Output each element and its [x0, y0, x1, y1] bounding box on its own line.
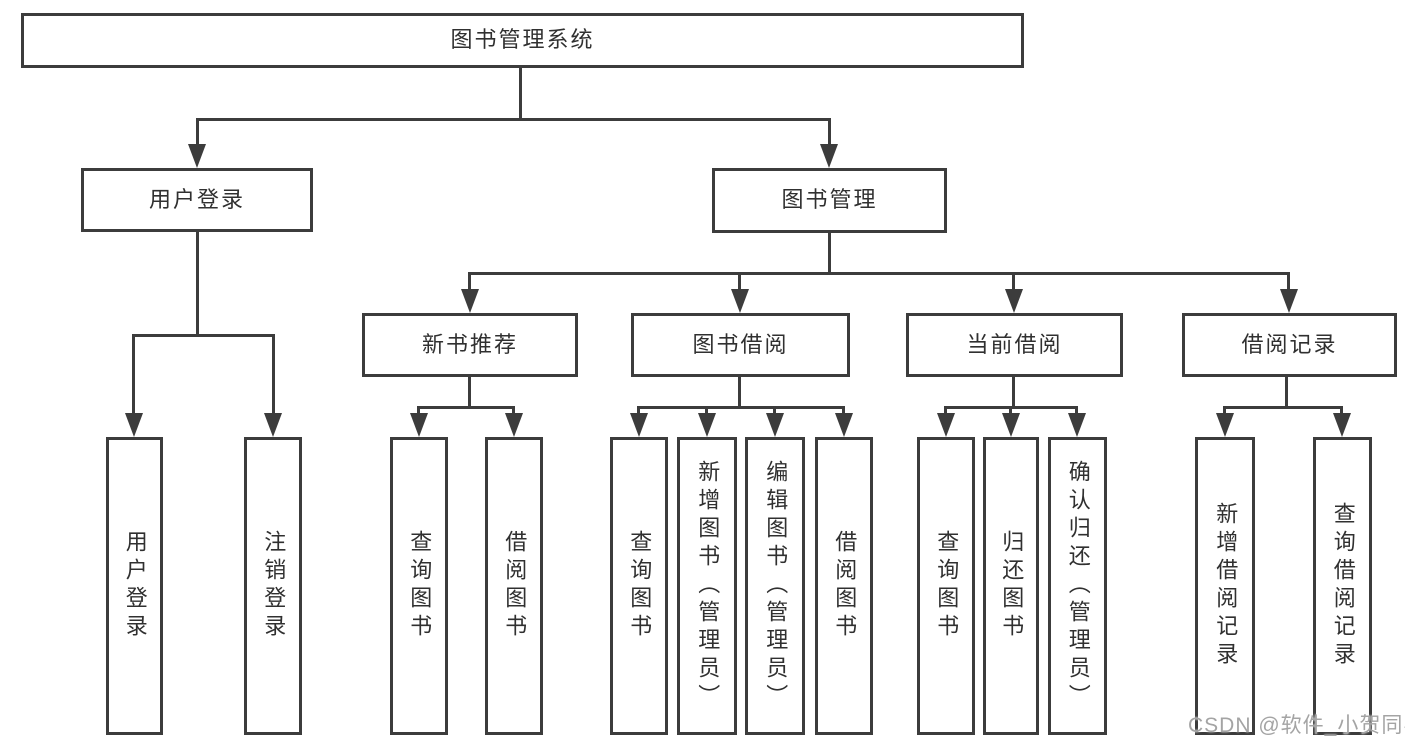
arrowhead-borrow-record [1280, 289, 1298, 313]
borrow-record-node: 借阅记录 [1182, 313, 1397, 377]
connector-arrow-line-borrow-query [637, 406, 640, 418]
arrowhead-current-return [1002, 413, 1020, 437]
connector-new-book-recommend-bar [417, 406, 515, 409]
arrowhead-current-borrow [1005, 289, 1023, 313]
arrowhead-borrow-borrow [835, 413, 853, 437]
arrowhead-borrow-add [698, 413, 716, 437]
current-confirm-return-admin-node: 确认归还（管理员） [1048, 437, 1107, 735]
connector-arrow-line-current-confirm [1075, 406, 1078, 418]
current-return-books-node: 归还图书 [983, 437, 1039, 735]
connector-arrow-line-book-borrow [738, 272, 741, 292]
borrow-add-books-admin-node: 新增图书（管理员） [677, 437, 737, 735]
borrow-edit-books-admin-node: 编辑图书（管理员） [745, 437, 805, 735]
connector-arrow-line-current-return [1009, 406, 1012, 418]
connector-arrow-line-record-add [1223, 406, 1226, 418]
arrowhead-record-query [1333, 413, 1351, 437]
arrowhead-user-login-leaf [125, 413, 143, 437]
connector-book-management-stub [828, 233, 831, 275]
current-query-books-node: 查询图书 [917, 437, 975, 735]
book-borrow-node: 图书借阅 [631, 313, 850, 377]
connector-arrow-line-record-query [1340, 406, 1343, 418]
connector-root-bar [196, 118, 831, 121]
connector-arrow-line-user-login [196, 118, 199, 148]
connector-arrow-line-new-book-recommend [468, 272, 471, 292]
borrow-query-books-node: 查询图书 [610, 437, 668, 735]
connector-arrow-line-borrow-add [705, 406, 708, 418]
arrowhead-logout-leaf [264, 413, 282, 437]
arrowhead-recommend-query [410, 413, 428, 437]
connector-arrow-line-book-management [828, 118, 831, 148]
connector-book-borrow-bar [637, 406, 845, 409]
connector-root-stub [519, 68, 522, 121]
record-query-borrow-record-node: 查询借阅记录 [1313, 437, 1372, 735]
user-login-node: 用户登录 [81, 168, 313, 232]
connector-arrow-line-current-query [944, 406, 947, 418]
connector-borrow-record-bar [1223, 406, 1343, 409]
arrowhead-borrow-edit [766, 413, 784, 437]
connector-arrow-line-borrow-edit [773, 406, 776, 418]
new-book-recommend-node: 新书推荐 [362, 313, 578, 377]
record-add-borrow-record-node: 新增借阅记录 [1195, 437, 1255, 735]
arrowhead-new-book-recommend [461, 289, 479, 313]
connector-user-login-stub [196, 231, 199, 337]
arrowhead-record-add [1216, 413, 1234, 437]
connector-user-login-bar [132, 334, 275, 337]
arrowhead-book-management [820, 144, 838, 168]
recommend-query-books-node: 查询图书 [390, 437, 448, 735]
connector-borrow-record-stub [1285, 377, 1288, 409]
arrowhead-book-borrow [731, 289, 749, 313]
connector-arrow-line-recommend-borrow [512, 406, 515, 418]
root-node: 图书管理系统 [21, 13, 1024, 68]
connector-arrow-line-current-borrow [1012, 272, 1015, 292]
arrowhead-user-login [188, 144, 206, 168]
connector-arrow-line-borrow-record [1287, 272, 1290, 292]
connector-arrow-line-recommend-query [417, 406, 420, 418]
arrowhead-recommend-borrow [505, 413, 523, 437]
connector-new-book-recommend-stub [468, 377, 471, 409]
connector-arrow-line-logout-leaf [272, 334, 275, 416]
user-login-leaf-node: 用户登录 [106, 437, 163, 735]
csdn-watermark: CSDN @软件_小贺同学 [1188, 714, 1405, 737]
book-management-node: 图书管理 [712, 168, 947, 233]
connector-arrow-line-borrow-borrow [842, 406, 845, 418]
arrowhead-borrow-query [630, 413, 648, 437]
arrowhead-current-confirm [1068, 413, 1086, 437]
connector-arrow-line-user-login-leaf [132, 334, 135, 416]
borrow-borrow-books-node: 借阅图书 [815, 437, 873, 735]
connector-current-borrow-stub [1012, 377, 1015, 409]
arrowhead-current-query [937, 413, 955, 437]
current-borrow-node: 当前借阅 [906, 313, 1123, 377]
connector-book-management-bar [468, 272, 1290, 275]
connector-book-borrow-stub [738, 377, 741, 409]
logout-leaf-node: 注销登录 [244, 437, 302, 735]
recommend-borrow-books-node: 借阅图书 [485, 437, 543, 735]
